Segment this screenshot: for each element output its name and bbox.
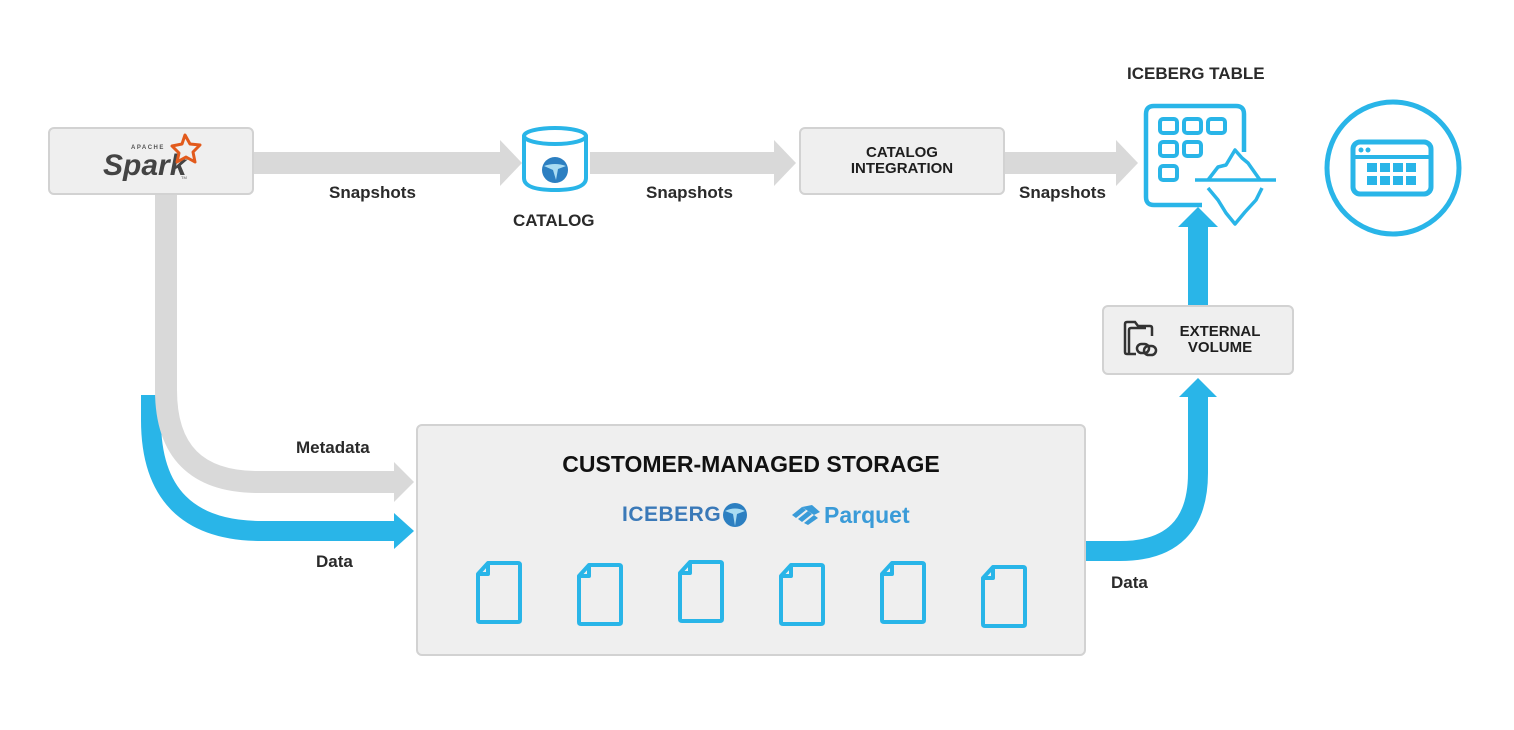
spark-star-icon xyxy=(170,133,202,164)
table-window-icon xyxy=(1324,99,1462,237)
iceberg-table-title: ICEBERG TABLE xyxy=(1127,64,1265,83)
arrow-integration-to-table xyxy=(1005,140,1138,186)
arrow-spark-to-catalog xyxy=(254,140,522,186)
label-snapshots-3: Snapshots xyxy=(1019,183,1106,202)
iceberg-format-logo: ICEBERG xyxy=(622,500,749,530)
catalog-label: CATALOG xyxy=(513,211,595,230)
arrow-spark-to-storage-data xyxy=(141,395,414,549)
label-data-2: Data xyxy=(1111,573,1148,592)
spark-logo-text: Spark xyxy=(103,149,188,182)
database-icon xyxy=(522,126,588,193)
external-volume-line1: EXTERNAL xyxy=(1179,323,1261,340)
arrow-spark-to-storage-metadata xyxy=(155,195,414,502)
folder-link-icon xyxy=(1123,320,1158,357)
spark-node[interactable]: APACHE Spark TM xyxy=(48,127,254,195)
label-metadata: Metadata xyxy=(296,438,370,457)
catalog-node[interactable] xyxy=(520,124,590,194)
file-icon xyxy=(981,565,1027,628)
spark-tm: TM xyxy=(181,175,187,180)
parquet-format-name: Parquet xyxy=(824,501,910,528)
iceberg-format-name: ICEBERG xyxy=(622,503,722,526)
iceberg-table-node[interactable] xyxy=(1140,100,1280,230)
spark-logo-apache-text: APACHE xyxy=(131,145,165,151)
arrow-storage-to-volume xyxy=(1086,378,1217,561)
label-data-1: Data xyxy=(316,552,353,571)
apache-spark-logo: APACHE Spark TM xyxy=(103,133,202,182)
iceberg-table-icon xyxy=(1143,103,1276,226)
label-snapshots-2: Snapshots xyxy=(646,183,733,202)
parquet-tiles-icon xyxy=(792,505,820,525)
file-icon xyxy=(779,563,825,626)
external-volume-line2: VOLUME xyxy=(1187,339,1253,356)
storage-title: CUSTOMER-MANAGED STORAGE xyxy=(562,451,940,477)
file-icon xyxy=(476,561,522,624)
table-view-node[interactable] xyxy=(1323,98,1463,238)
parquet-format-logo: Parquet xyxy=(790,500,910,530)
data-files-row xyxy=(474,560,1034,628)
label-snapshots-1: Snapshots xyxy=(329,183,416,202)
catalog-integration-node[interactable]: CATALOG INTEGRATION xyxy=(799,127,1005,195)
arrow-volume-to-table xyxy=(1178,207,1218,306)
catalog-integration-line1: CATALOG xyxy=(866,144,938,161)
catalog-integration-line2: INTEGRATION xyxy=(850,160,954,177)
file-icon xyxy=(880,561,926,624)
iceberg-globe-icon xyxy=(723,503,748,527)
external-volume-node[interactable]: EXTERNAL VOLUME xyxy=(1102,305,1294,375)
arrow-catalog-to-integration xyxy=(590,140,796,186)
file-icon xyxy=(678,560,724,623)
file-icon xyxy=(577,563,623,626)
customer-managed-storage-node[interactable]: CUSTOMER-MANAGED STORAGE ICEBERG Parquet xyxy=(416,424,1086,656)
